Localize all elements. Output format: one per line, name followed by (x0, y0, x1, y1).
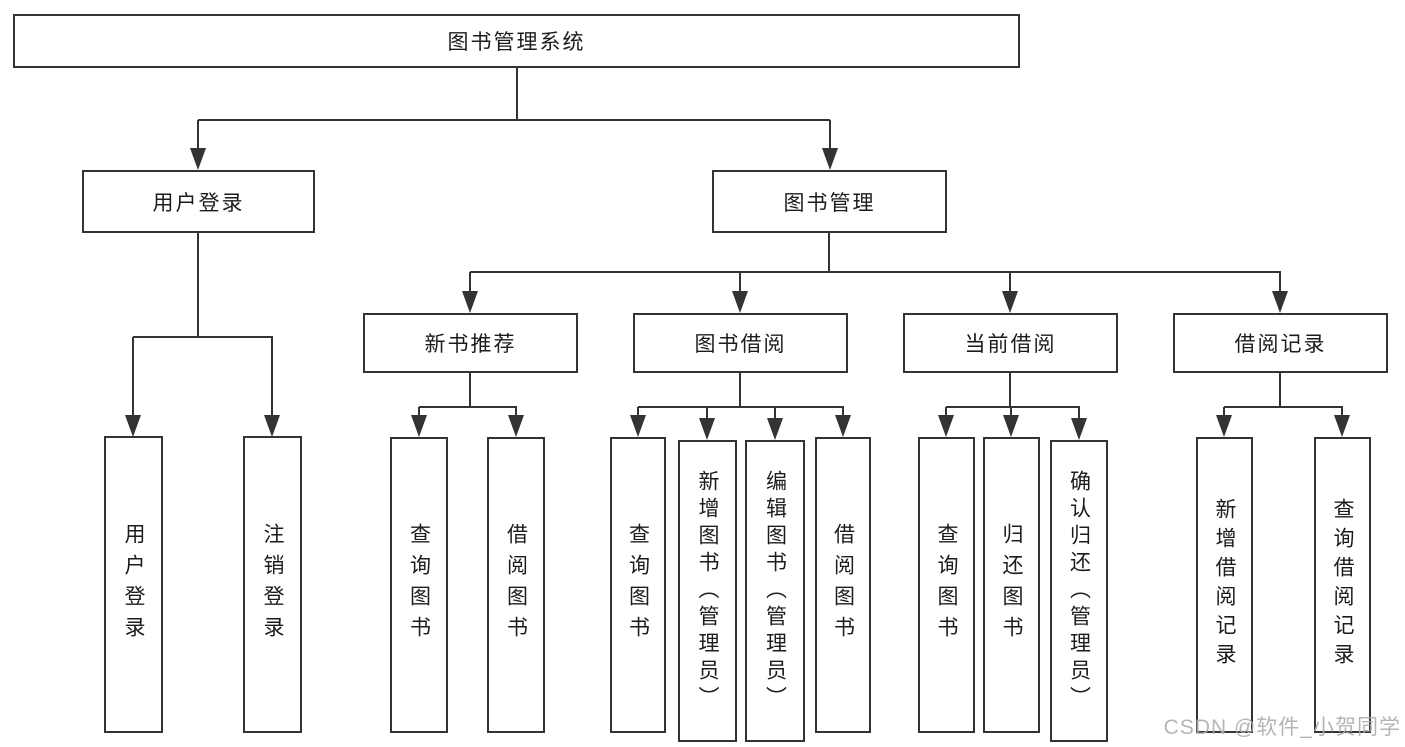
arrow-icon (462, 291, 478, 313)
node-current-borrowing: 当前借阅 (903, 313, 1118, 373)
arrow-icon (1334, 415, 1350, 437)
connector-borrowing-records (1223, 373, 1343, 419)
node-book-borrowing: 图书借阅 (633, 313, 848, 373)
connector-current-borrowing (945, 373, 1080, 421)
arrow-icon (1003, 415, 1019, 437)
node-leaf-user-login: 用户登录 (104, 436, 163, 733)
node-leaf-current-query-books: 查询图书 (918, 437, 975, 733)
node-leaf-current-confirm-return-admin: 确认归还（管理员） (1050, 440, 1108, 742)
node-borrowing-records: 借阅记录 (1173, 313, 1388, 373)
arrow-icon (125, 415, 141, 437)
arrow-icon (264, 415, 280, 437)
node-leaf-records-query-record: 查询借阅记录 (1314, 437, 1371, 733)
arrow-icon (732, 291, 748, 313)
node-leaf-borrow-add-books-admin: 新增图书（管理员） (678, 440, 737, 742)
node-leaf-logout: 注销登录 (243, 436, 302, 733)
connector-new-book-recommend (418, 373, 517, 419)
connector-user-login (132, 233, 273, 419)
arrow-icon (1002, 291, 1018, 313)
node-new-book-recommend: 新书推荐 (363, 313, 578, 373)
csdn-watermark: CSDN @软件_小贺同学 (1163, 716, 1401, 739)
node-book-management-branch: 图书管理 (712, 170, 947, 233)
node-leaf-borrow-edit-books-admin: 编辑图书（管理员） (745, 440, 805, 742)
arrow-icon (630, 415, 646, 437)
node-library-system: 图书管理系统 (13, 14, 1020, 68)
node-leaf-borrow-borrow-books: 借阅图书 (815, 437, 871, 733)
arrow-icon (190, 148, 206, 170)
arrow-icon (508, 415, 524, 437)
arrow-icon (835, 415, 851, 437)
arrow-icon (938, 415, 954, 437)
node-leaf-recommend-borrow-books: 借阅图书 (487, 437, 545, 733)
connector-book-management (469, 233, 1281, 294)
node-user-login-branch: 用户登录 (82, 170, 315, 233)
node-leaf-recommend-query-books: 查询图书 (390, 437, 448, 733)
connector-root (197, 68, 831, 152)
arrow-icon (411, 415, 427, 437)
arrow-icon (1216, 415, 1232, 437)
node-leaf-records-add-record: 新增借阅记录 (1196, 437, 1253, 733)
node-leaf-borrow-query-books: 查询图书 (610, 437, 666, 733)
arrow-icon (767, 418, 783, 440)
node-leaf-current-return-books: 归还图书 (983, 437, 1040, 733)
connector-book-borrowing (637, 373, 844, 421)
arrow-icon (1071, 418, 1087, 440)
arrow-icon (699, 418, 715, 440)
arrow-icon (1272, 291, 1288, 313)
arrow-icon (822, 148, 838, 170)
